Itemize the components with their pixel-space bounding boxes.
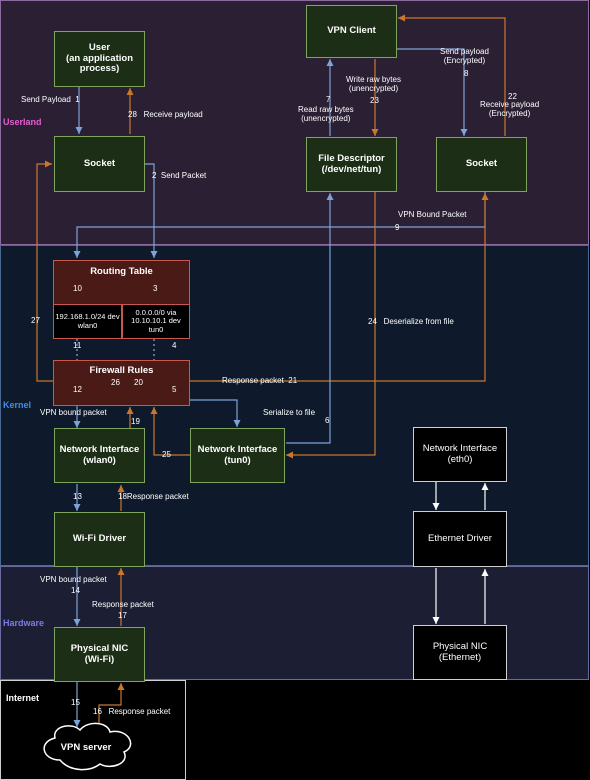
firewall-rules-title: Firewall Rules: [89, 365, 154, 376]
label-9: VPN Bound Packet: [398, 210, 467, 219]
label-10: 10: [73, 284, 82, 293]
edge-6: [286, 193, 334, 444]
wifi-driver-node: Wi-Fi Driver: [54, 512, 145, 567]
kernel-label: Kernel: [3, 400, 32, 410]
vpn-server-label: VPN server: [60, 742, 112, 753]
routing-table-title: Routing Table: [90, 266, 153, 277]
file-descriptor-node: File Descriptor (/dev/net/tun): [306, 137, 397, 192]
firewall-rules-node: Firewall Rules: [53, 360, 190, 406]
edge-21: [190, 193, 489, 382]
label-14-num: 14: [71, 586, 80, 595]
label-27: 27: [31, 316, 40, 325]
label-8: Send payload (Encrypted): [440, 47, 489, 66]
label-11: 11: [73, 341, 82, 350]
label-15: 15: [71, 698, 80, 707]
netif-eth0-node: Network Interface (eth0): [413, 427, 507, 482]
label-8-num: 8: [464, 69, 469, 78]
label-2: 2 Send Packet: [152, 171, 207, 180]
edge-24: [286, 192, 376, 459]
label-22-num: 22: [508, 92, 517, 101]
route-tun0: 0.0.0.0/0 via 10.10.10.1 dev tun0: [122, 304, 190, 339]
ethernet-driver-node: Ethernet Driver: [413, 511, 507, 567]
label-12: 12: [73, 385, 82, 394]
internet-label: Internet: [6, 693, 40, 703]
label-22: Receive payload (Encrypted): [480, 100, 540, 119]
edge-27: [36, 160, 53, 382]
label-23-num: 23: [370, 96, 379, 105]
edge-9: [73, 192, 486, 258]
label-16: 16 Response packet: [93, 707, 171, 716]
vpn-client-node: VPN Client: [306, 5, 397, 58]
label-7-num: 7: [326, 95, 331, 104]
label-26: 26: [111, 378, 120, 387]
label-28: 28 Receive payload: [128, 110, 203, 119]
label-13: 13: [73, 492, 82, 501]
label-17-num: 17: [118, 611, 127, 620]
label-7: Read raw bytes (unencrypted): [298, 105, 354, 124]
socket-left-node: Socket: [54, 136, 145, 192]
edge-16: [98, 683, 125, 727]
label-1: Send Payload 1: [21, 95, 80, 104]
edge-22: [398, 14, 506, 136]
label-6: 6: [325, 416, 330, 425]
socket-right-node: Socket: [436, 137, 527, 192]
nic-ethernet-node: Physical NIC (Ethernet): [413, 625, 507, 680]
edge-serialize: [190, 399, 241, 427]
label-14: VPN bound packet: [40, 575, 107, 584]
label-19: 19: [131, 417, 140, 426]
label-9-num: 9: [395, 223, 400, 232]
label-20: 20: [134, 378, 143, 387]
label-21: Response packet 21: [222, 376, 298, 385]
route-wlan0: 192.168.1.0/24 dev wlan0: [53, 304, 122, 339]
userland-label: Userland: [3, 117, 42, 127]
label-serialize: Serialize to file: [263, 408, 316, 417]
label-4: 4: [172, 341, 177, 350]
edge-8: [397, 48, 468, 136]
label-17: Response packet: [92, 600, 154, 609]
netif-wlan0-node: Network Interface (wlan0): [54, 428, 145, 483]
nic-wifi-node: Physical NIC (Wi-Fi): [54, 627, 145, 682]
hardware-label: Hardware: [3, 618, 45, 628]
label-5: 5: [172, 385, 177, 394]
label-24: 24 Deserialize from file: [368, 317, 454, 326]
edge-25: [150, 407, 190, 456]
user-node: User (an application process): [54, 31, 145, 87]
vpn-server-cloud: [43, 722, 132, 771]
netif-tun0-node: Network Interface (tun0): [190, 428, 285, 483]
label-3: 3: [153, 284, 158, 293]
label-25: 25: [162, 450, 171, 459]
label-23: Write raw bytes (unencrypted): [346, 75, 401, 94]
label-vpn-bound: VPN bound packet: [40, 408, 107, 417]
label-18: 18Response packet: [118, 492, 189, 501]
